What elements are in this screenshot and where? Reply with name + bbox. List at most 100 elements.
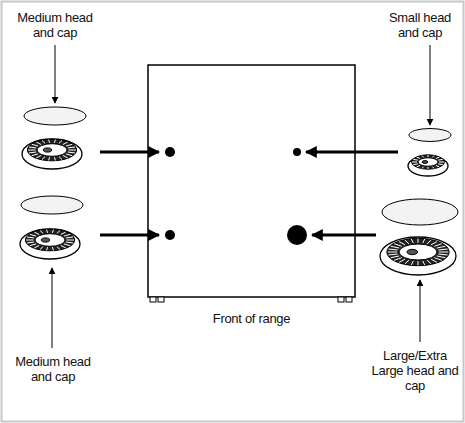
burner-port — [417, 157, 421, 159]
burner-port — [427, 240, 431, 244]
placement-arrow — [100, 234, 159, 237]
burner-port — [391, 246, 400, 248]
burner-orifice — [43, 148, 51, 152]
burner-port — [47, 247, 48, 250]
burner-port — [439, 252, 449, 253]
burner-head — [22, 139, 82, 169]
placement-arrow — [312, 234, 376, 237]
burner-port — [388, 252, 398, 253]
burner-port — [34, 245, 39, 247]
burner-port — [66, 237, 73, 239]
burner-port — [27, 237, 34, 239]
burner-head — [20, 229, 80, 259]
burner-port — [61, 232, 66, 234]
burner-center — [399, 244, 437, 260]
burner-port — [432, 156, 434, 158]
burner-port — [405, 260, 409, 264]
burner-port — [30, 244, 36, 246]
burner-port — [29, 152, 36, 154]
burner-port — [57, 247, 60, 250]
burner-orifice — [407, 249, 418, 254]
burner-cap — [21, 196, 83, 214]
burner-port — [57, 230, 60, 233]
leader-arrow — [420, 280, 421, 342]
burner-port — [64, 244, 70, 246]
burner-ring — [25, 229, 74, 251]
burner-port — [418, 261, 419, 265]
burner-port — [28, 150, 36, 151]
burner-port — [423, 239, 425, 243]
burner-port — [439, 162, 444, 163]
burner-port — [52, 230, 53, 233]
part-label: Medium head and cap — [6, 10, 104, 40]
burner-port — [69, 150, 77, 151]
range-foot — [346, 297, 352, 302]
burner-port — [32, 154, 38, 156]
burner-ring — [27, 139, 76, 161]
burner-port — [399, 259, 405, 262]
burner-port — [66, 154, 72, 156]
burner-position — [287, 225, 307, 245]
burner-port — [399, 242, 405, 245]
burner-port — [52, 247, 53, 250]
burner-port — [40, 247, 43, 250]
range-front-label: Front of range — [148, 311, 355, 326]
leader-arrow — [55, 45, 56, 103]
burner-port — [431, 259, 437, 262]
burner-center — [35, 234, 65, 247]
burner-port — [54, 157, 55, 160]
range-top — [148, 65, 355, 297]
burner-port — [67, 240, 75, 241]
burner-port — [64, 234, 70, 236]
burner-position — [165, 230, 175, 240]
range-foot — [158, 297, 164, 302]
burner-port — [388, 254, 397, 256]
burner-port — [394, 258, 401, 261]
burner-port — [432, 166, 434, 168]
burner-port — [59, 140, 62, 143]
burner-port — [437, 246, 446, 248]
burner-port — [36, 142, 41, 144]
burner-port — [68, 147, 75, 149]
burner-center — [418, 158, 438, 166]
burner-port — [434, 244, 441, 247]
burner-port — [66, 242, 73, 244]
burner-cap — [382, 199, 458, 225]
burner-cap — [409, 129, 451, 142]
burner-port — [413, 163, 418, 165]
burner-port — [32, 144, 38, 146]
burner-port — [438, 254, 447, 256]
burner-center — [37, 144, 67, 157]
burner-port — [63, 142, 68, 144]
burner-cap — [24, 107, 86, 125]
burner-port — [26, 240, 34, 241]
burner-port — [418, 239, 419, 243]
burner-port — [428, 155, 429, 157]
burner-port — [54, 140, 55, 143]
burner-orifice — [41, 238, 49, 242]
burner-port — [438, 163, 443, 165]
burner-port — [59, 157, 62, 160]
leader-arrow — [52, 268, 53, 348]
burner-port — [412, 162, 417, 163]
burner-port — [27, 242, 34, 244]
burner-port — [423, 261, 425, 265]
burner-port — [49, 140, 50, 143]
burner-port — [438, 249, 447, 251]
burner-port — [422, 166, 424, 168]
burner-head — [408, 155, 448, 176]
burner-port — [42, 157, 45, 160]
burner-port — [49, 157, 50, 160]
burner-port — [437, 256, 446, 258]
burner-port — [436, 165, 440, 167]
burner-port — [422, 156, 424, 158]
range-foot — [150, 297, 156, 302]
burner-port — [411, 239, 413, 243]
burner-port — [66, 144, 72, 146]
burner-port — [438, 159, 443, 161]
burner-port — [436, 157, 440, 159]
burner-port — [34, 232, 39, 234]
burner-ring — [412, 155, 445, 169]
part-label: Small head and cap — [380, 10, 460, 40]
